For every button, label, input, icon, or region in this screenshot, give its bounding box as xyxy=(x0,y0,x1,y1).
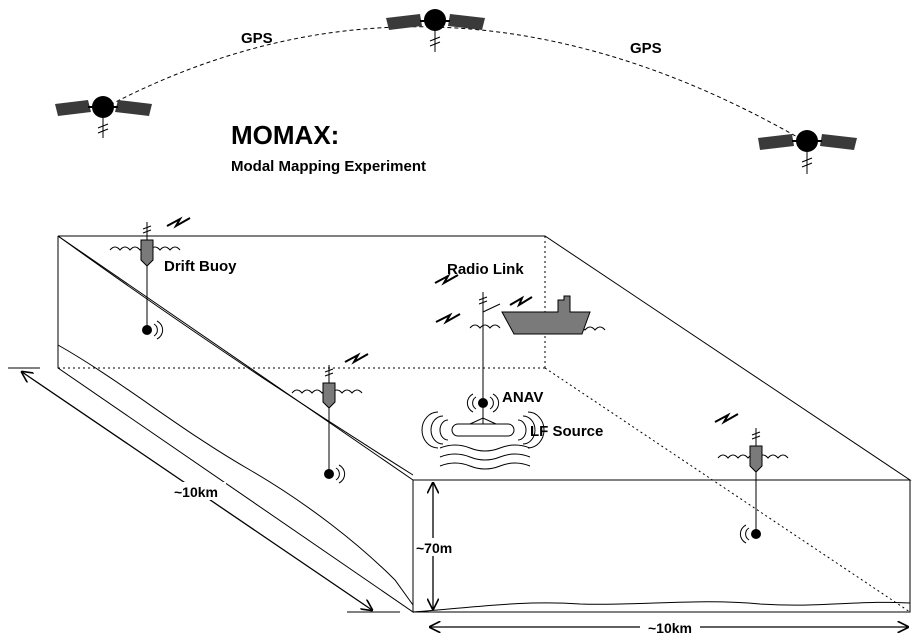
radio-signal-icon xyxy=(344,352,369,365)
anav-label: ANAV xyxy=(502,389,543,406)
gps-label-left: GPS xyxy=(241,30,273,47)
radio-signal-icon xyxy=(166,216,191,229)
research-ship-icon xyxy=(501,295,606,335)
drift-buoy-1 xyxy=(109,222,181,340)
satellite-left-icon xyxy=(55,96,152,138)
radio-signal-icon xyxy=(714,412,739,425)
page-subtitle: Modal Mapping Experiment xyxy=(231,158,426,175)
satellite-center-icon xyxy=(386,9,485,52)
gps-label-right: GPS xyxy=(630,40,662,57)
radio-signal-icon xyxy=(509,295,533,308)
satellite-right-icon xyxy=(758,130,857,174)
length-label-bottom: ~10km xyxy=(648,620,692,636)
depth-label: ~70m xyxy=(416,540,452,556)
anav-mooring xyxy=(466,292,501,413)
gps-arc xyxy=(103,26,807,143)
depth-dimension xyxy=(414,483,454,609)
lf-source-icon xyxy=(421,408,545,470)
length-label-left: ~10km xyxy=(174,484,218,500)
drift-buoy-label: Drift Buoy xyxy=(164,258,237,275)
lf-source-label: LF Source xyxy=(530,423,603,440)
radio-signal-icon xyxy=(435,312,461,325)
length-dimension-left xyxy=(8,367,400,613)
length-dimension-bottom xyxy=(430,618,908,636)
drift-buoy-3 xyxy=(717,428,789,544)
radio-signal-icon xyxy=(434,273,459,286)
radio-link-label: Radio Link xyxy=(447,261,524,278)
page-title: MOMAX: xyxy=(231,120,339,150)
drift-buoy-2 xyxy=(291,365,363,484)
